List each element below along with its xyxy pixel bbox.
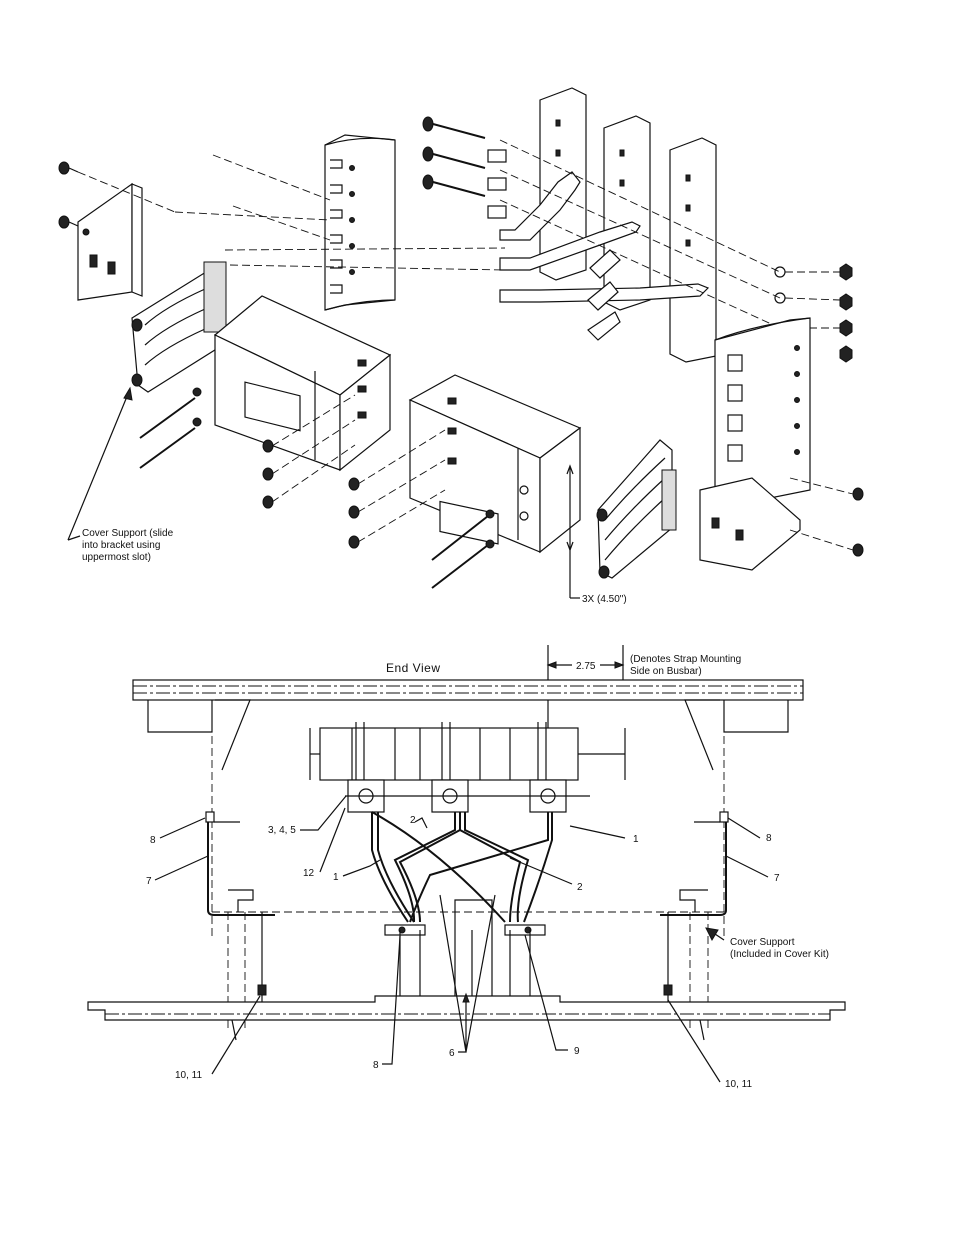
callout-12: 12	[303, 868, 315, 879]
callout-10-11-left: 10, 11	[175, 1070, 202, 1081]
cover-support-note-line3: uppermost slot)	[82, 552, 151, 563]
callout-8-right: 8	[766, 833, 772, 844]
breaker-box-right	[410, 375, 580, 552]
callout-6: 6	[449, 1048, 455, 1059]
callout-10-11-right: 10, 11	[725, 1079, 752, 1090]
breaker-box-left	[215, 296, 390, 470]
bracket-screw	[59, 216, 78, 228]
callout-7-left: 7	[146, 876, 152, 887]
cover-support-note-line2: into bracket using	[82, 540, 160, 551]
left-mounting-bracket	[78, 184, 142, 300]
strap-bolts	[423, 117, 506, 218]
callout-1-left: 1	[333, 872, 339, 883]
callout-3-4-5: 3, 4, 5	[268, 825, 296, 836]
cover-support-kit-line1: Cover Support	[730, 937, 795, 948]
dimension-3x-label: 3X (4.50")	[582, 594, 627, 605]
cover-support-note: Cover Support (slide into bracket using …	[68, 388, 174, 563]
callout-9: 9	[574, 1046, 580, 1057]
callout-2-right: 2	[577, 882, 583, 893]
strap-note-line2: Side on Busbar)	[630, 666, 702, 677]
vertical-rail-left	[325, 135, 395, 310]
crossing-straps	[372, 812, 552, 922]
end-view: End View 2.75 (Denotes Strap Mounting Si…	[88, 645, 845, 1090]
callout-8-left: 8	[150, 835, 156, 846]
cover-support-kit-line2: (Included in Cover Kit)	[730, 949, 829, 960]
callout-1-right: 1	[633, 834, 639, 845]
cover-support-note-line1: Cover Support (slide	[82, 528, 174, 539]
busbar-cylinder	[310, 728, 625, 780]
right-cover-support	[597, 440, 676, 578]
side-supports	[206, 812, 728, 1005]
strap-note-line1: (Denotes Strap Mounting	[630, 654, 741, 665]
callout-8-bottom: 8	[373, 1060, 379, 1071]
callout-2-top: 2	[410, 815, 416, 826]
dimension-value: 2.75	[576, 661, 596, 672]
callout-7-right: 7	[774, 873, 780, 884]
exploded-view: 3X (4.50")	[59, 88, 863, 605]
left-cover-support	[132, 262, 226, 392]
vertical-rail-right	[715, 318, 810, 505]
end-view-title: End View	[386, 661, 440, 675]
